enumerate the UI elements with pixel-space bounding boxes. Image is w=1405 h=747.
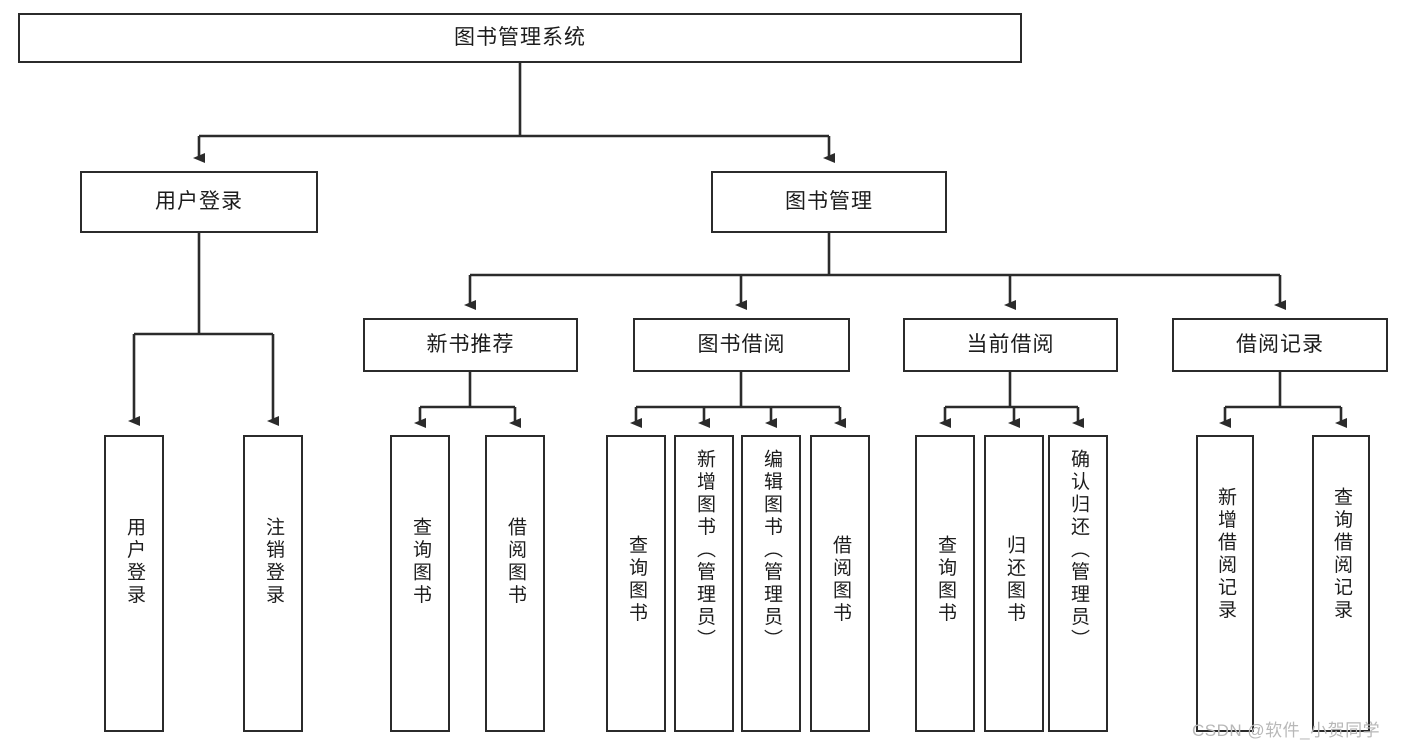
node-leaf-confirm-return[interactable]: 确认归还（管理员）	[1048, 435, 1108, 732]
node-leaf-query-book-3[interactable]: 查询图书	[915, 435, 975, 732]
node-leaf-borrow-book-2-label: 借阅图书	[829, 535, 851, 625]
node-leaf-add-record[interactable]: 新增借阅记录	[1196, 435, 1254, 732]
node-root[interactable]: 图书管理系统	[18, 13, 1022, 63]
node-current-borrow[interactable]: 当前借阅	[903, 318, 1118, 372]
node-leaf-user-logout-label: 注销登录	[262, 517, 284, 607]
node-leaf-confirm-return-label: 确认归还（管理员）	[1067, 449, 1089, 652]
node-root-label: 图书管理系统	[454, 26, 586, 50]
node-borrow-record-label: 借阅记录	[1236, 333, 1324, 357]
node-book-manage[interactable]: 图书管理	[711, 171, 947, 233]
node-book-borrow-label: 图书借阅	[697, 333, 786, 357]
node-leaf-add-book-label: 新增图书（管理员）	[693, 449, 715, 652]
node-leaf-query-book-1[interactable]: 查询图书	[390, 435, 450, 732]
node-book-borrow[interactable]: 图书借阅	[633, 318, 850, 372]
node-leaf-return-book-label: 归还图书	[1003, 535, 1025, 625]
node-leaf-query-record[interactable]: 查询借阅记录	[1312, 435, 1370, 732]
connector-user-login-to-leaves	[128, 233, 279, 426]
node-new-book-rec[interactable]: 新书推荐	[363, 318, 578, 372]
node-leaf-query-book-3-label: 查询图书	[934, 535, 956, 625]
connector-current-borrow-to-leaves	[939, 372, 1084, 428]
node-leaf-add-record-label: 新增借阅记录	[1214, 487, 1236, 622]
connector-root-to-level2	[193, 63, 835, 163]
node-leaf-query-book-2-label: 查询图书	[625, 535, 647, 625]
node-new-book-rec-label: 新书推荐	[426, 333, 515, 357]
node-leaf-query-record-label: 查询借阅记录	[1330, 487, 1352, 622]
node-leaf-query-book-2[interactable]: 查询图书	[606, 435, 666, 732]
node-current-borrow-label: 当前借阅	[966, 333, 1055, 357]
csdn-watermark: CSDN @软件_小贺同学	[1192, 721, 1381, 740]
node-user-login[interactable]: 用户登录	[80, 171, 318, 233]
connector-new-book-rec-to-leaves	[414, 372, 521, 428]
node-leaf-borrow-book-1-label: 借阅图书	[504, 517, 526, 607]
node-leaf-user-login[interactable]: 用户登录	[104, 435, 164, 732]
node-leaf-add-book[interactable]: 新增图书（管理员）	[674, 435, 734, 732]
node-user-login-label: 用户登录	[155, 190, 243, 214]
node-book-manage-label: 图书管理	[785, 190, 873, 214]
node-leaf-query-book-1-label: 查询图书	[409, 517, 431, 607]
connector-book-borrow-to-leaves	[630, 372, 846, 428]
connector-book-manage-to-level3	[464, 233, 1286, 310]
node-leaf-borrow-book-1[interactable]: 借阅图书	[485, 435, 545, 732]
connector-borrow-record-to-leaves	[1219, 372, 1347, 428]
node-leaf-borrow-book-2[interactable]: 借阅图书	[810, 435, 870, 732]
node-leaf-user-logout[interactable]: 注销登录	[243, 435, 303, 732]
node-leaf-edit-book[interactable]: 编辑图书（管理员）	[741, 435, 801, 732]
node-leaf-return-book[interactable]: 归还图书	[984, 435, 1044, 732]
node-leaf-user-login-label: 用户登录	[123, 517, 145, 607]
node-borrow-record[interactable]: 借阅记录	[1172, 318, 1388, 372]
node-leaf-edit-book-label: 编辑图书（管理员）	[760, 449, 782, 652]
